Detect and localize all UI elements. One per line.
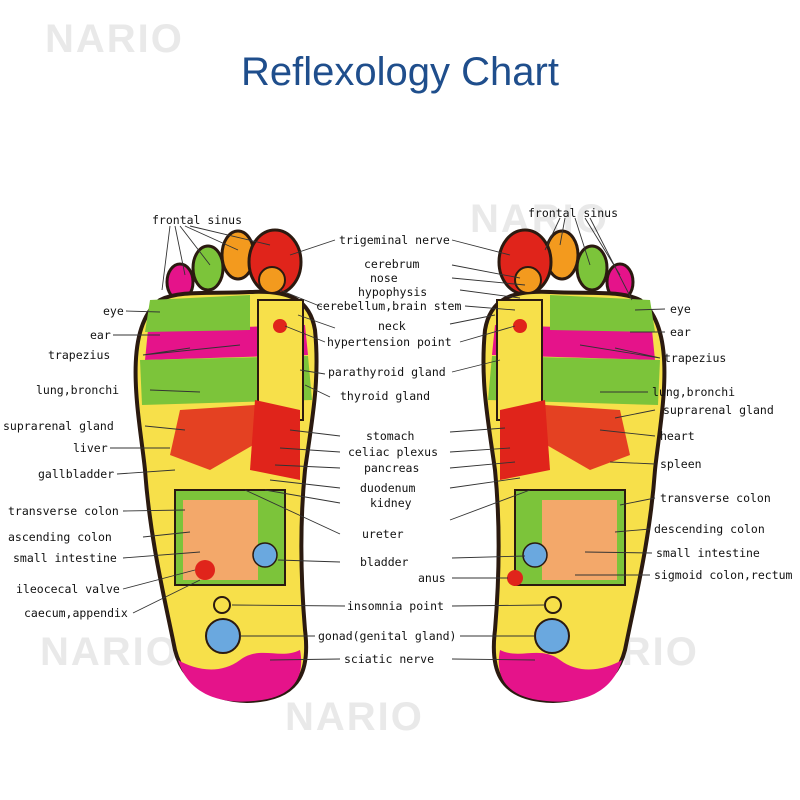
label-trapezius: trapezius: [48, 348, 110, 362]
label-liver: liver: [73, 441, 108, 455]
label-gallbladder: gallbladder: [38, 467, 114, 481]
label-insomnia-point: insomnia point: [347, 599, 444, 613]
label-transverse-colon: transverse colon: [660, 491, 771, 505]
label-frontal-sinus: frontal sinus: [152, 213, 242, 227]
label-gonad: gonad(genital gland): [318, 629, 456, 643]
zone-cerebrum: [514, 266, 542, 294]
label-hypophysis: hypophysis: [358, 285, 427, 299]
center-labels: trigeminal nerve cerebrum nose hypophysi…: [316, 233, 461, 666]
zone-stomach: [250, 400, 300, 480]
label-caecum-appendix: caecum,appendix: [24, 606, 128, 620]
zone-liver: [170, 405, 262, 470]
label-ear: ear: [90, 328, 111, 342]
watermark: NARIO: [45, 17, 184, 61]
label-pancreas: pancreas: [364, 461, 419, 475]
label-heart: heart: [660, 429, 695, 443]
zone-ileocecal: [195, 560, 215, 580]
watermark: NARIO: [285, 695, 424, 739]
label-stomach: stomach: [366, 429, 414, 443]
label-ureter: ureter: [362, 527, 404, 541]
zone-bladder: [522, 542, 548, 568]
label-neck: neck: [378, 319, 406, 333]
label-transverse-colon: transverse colon: [8, 504, 119, 518]
label-small-intestine: small intestine: [656, 546, 760, 560]
label-thyroid-gland: thyroid gland: [340, 389, 430, 403]
zone-eye-ear: [550, 295, 655, 332]
label-lung-bronchi: lung,bronchi: [36, 383, 119, 397]
label-cerebellum-brain-stem: cerebellum,brain stem: [316, 299, 461, 313]
label-small-intestine: small intestine: [13, 551, 117, 565]
label-hypertension-point: hypertension point: [327, 335, 452, 349]
zone-neck: [496, 299, 543, 421]
label-nose: nose: [370, 271, 398, 285]
left-foot: [133, 228, 319, 703]
watermarks: NARIO NARIO NARIO NARIO NARIO: [40, 17, 697, 739]
page-title: Reflexology Chart: [241, 50, 559, 94]
leader-lines: [110, 217, 666, 661]
label-celiac-plexus: celiac plexus: [348, 445, 438, 459]
zone-hypertension: [513, 319, 527, 333]
label-trigeminal-nerve: trigeminal nerve: [339, 233, 450, 247]
label-eye: eye: [103, 304, 124, 318]
label-sigmoid-colon-rectum: sigmoid colon,rectum: [654, 568, 793, 582]
label-spleen: spleen: [660, 457, 702, 471]
label-lung-bronchi: lung,bronchi: [652, 385, 735, 399]
label-sciatic-nerve: sciatic nerve: [344, 652, 434, 666]
label-anus: anus: [418, 571, 446, 585]
zone-insomnia: [213, 596, 231, 614]
zone-hypertension: [273, 319, 287, 333]
zone-heart-spleen: [538, 405, 630, 470]
label-descending-colon: descending colon: [654, 522, 765, 536]
label-ileocecal-valve: ileocecal valve: [16, 582, 120, 596]
zone-small-intestine: [183, 500, 258, 580]
left-labels: frontal sinus eye ear trapezius lung,bro…: [3, 213, 242, 620]
right-labels: frontal sinus eye ear trapezius lung,bro…: [528, 206, 793, 582]
label-duodenum: duodenum: [360, 481, 415, 495]
zone-sciatic: [498, 650, 622, 702]
zone-neck: [257, 299, 304, 421]
zone-insomnia: [544, 596, 562, 614]
zone-cerebrum: [258, 266, 286, 294]
label-eye: eye: [670, 302, 691, 316]
toe-fourth: [191, 244, 225, 292]
zone-gonad: [205, 618, 241, 654]
label-kidney: kidney: [370, 496, 412, 510]
label-ascending-colon: ascending colon: [8, 530, 112, 544]
zone-small-intestine: [542, 500, 617, 580]
label-ear: ear: [670, 325, 691, 339]
label-parathyroid-gland: parathyroid gland: [328, 365, 446, 379]
toe-fourth: [575, 244, 609, 292]
label-suprarenal-gland: suprarenal gland: [663, 403, 774, 417]
zone-sciatic: [178, 650, 302, 702]
label-cerebrum: cerebrum: [364, 257, 419, 271]
label-trapezius: trapezius: [664, 351, 726, 365]
label-suprarenal-gland: suprarenal gland: [3, 419, 114, 433]
label-frontal-sinus: frontal sinus: [528, 206, 618, 220]
zone-stomach: [500, 400, 550, 480]
zone-eye-ear: [145, 295, 250, 332]
zone-gonad: [534, 618, 570, 654]
label-bladder: bladder: [360, 555, 409, 569]
zone-anus: [507, 570, 523, 586]
watermark: NARIO: [40, 630, 179, 674]
zone-bladder: [252, 542, 278, 568]
right-foot: [481, 228, 667, 703]
